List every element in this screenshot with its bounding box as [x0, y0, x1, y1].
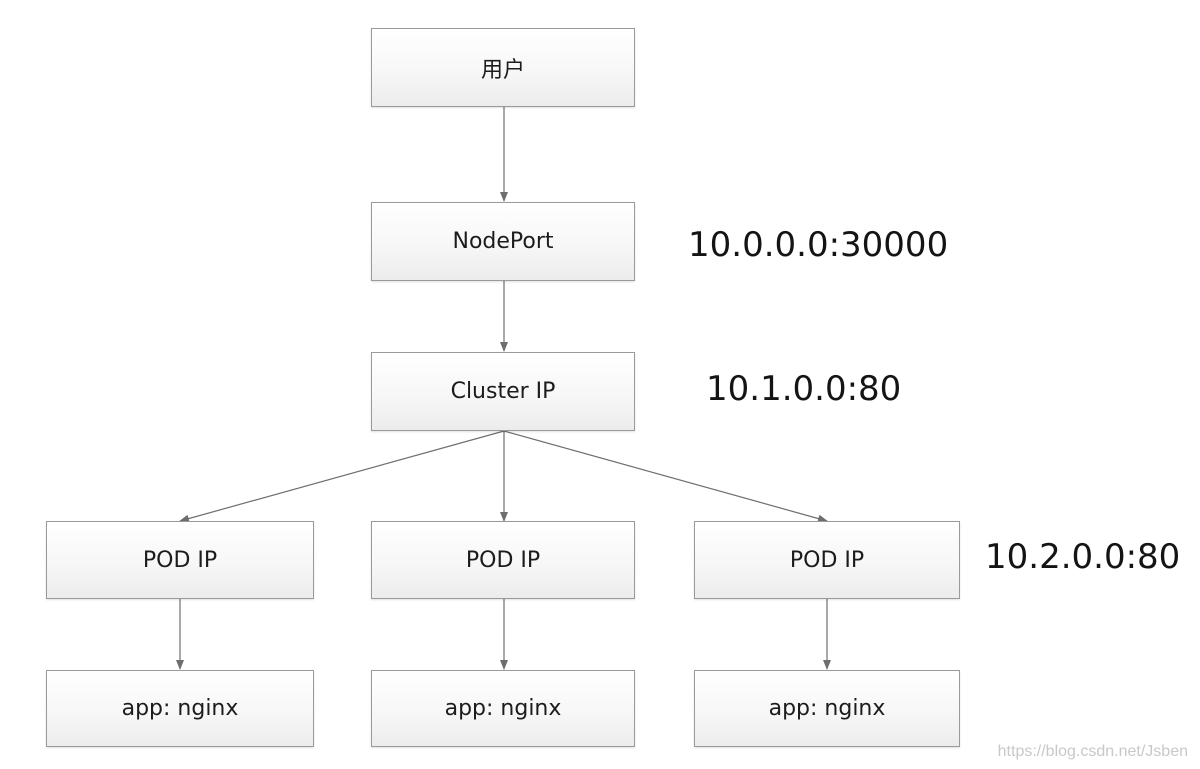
- pod-ip-node-3: POD IP: [694, 521, 960, 599]
- watermark: https://blog.csdn.net/Jsben: [997, 743, 1188, 760]
- cluster-ip-node: Cluster IP: [371, 352, 635, 431]
- app-nginx-node-1: app: nginx: [46, 670, 314, 747]
- pod-ip-node-1: POD IP: [46, 521, 314, 599]
- nodeport-node: NodePort: [371, 202, 635, 281]
- pod-address: 10.2.0.0:80: [985, 537, 1181, 577]
- cluster-ip-address: 10.1.0.0:80: [706, 369, 902, 409]
- nodeport-address: 10.0.0.0:30000: [688, 225, 949, 265]
- user-node: 用户: [371, 28, 635, 107]
- edge-cluster-ip-to-pod-1: [179, 430, 505, 523]
- app-nginx-node-3: app: nginx: [694, 670, 960, 747]
- pod-ip-node-2: POD IP: [371, 521, 635, 599]
- app-nginx-node-2: app: nginx: [371, 670, 635, 747]
- edge-cluster-ip-to-pod-3: [503, 430, 828, 523]
